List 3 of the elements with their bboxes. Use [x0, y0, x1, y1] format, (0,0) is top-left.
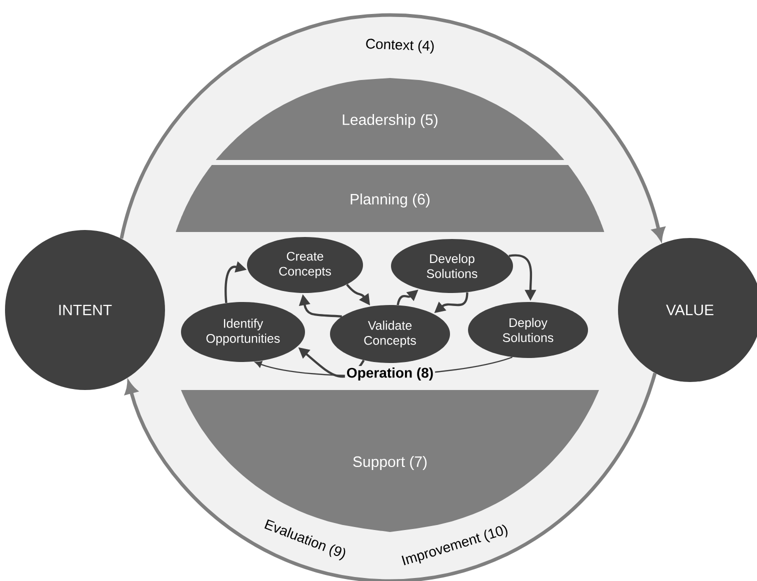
- edge-label: Operation (8): [344, 366, 436, 382]
- curved-arrow: [124, 372, 657, 581]
- circle-node: INTENT: [5, 230, 165, 390]
